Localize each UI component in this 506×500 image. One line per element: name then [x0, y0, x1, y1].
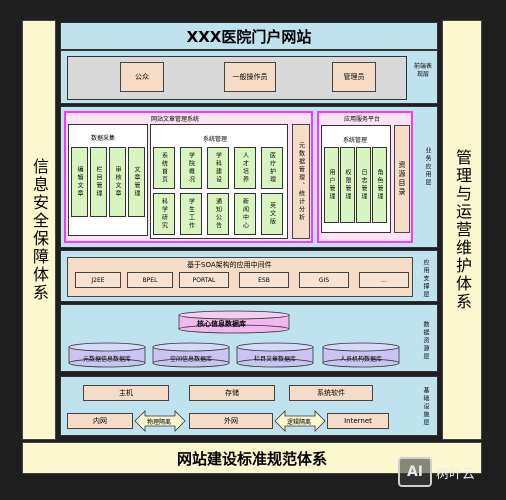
db-label-personnel: 人员机构数据库 — [339, 356, 382, 363]
support-layer: 基于SOA架构的应用中间件 J2EE BPEL PORTAL ESB GIS .… — [60, 250, 438, 302]
db-cylinder — [236, 342, 314, 368]
infra-extranet: 外网 — [189, 413, 273, 429]
dc-item-review: 审核文章 — [109, 147, 126, 217]
bottom-banner-label: 网站建设标准规范体系 — [176, 449, 327, 468]
presentation-layer-label: 前端表现层 — [413, 63, 432, 78]
infra-internet: Internet — [327, 413, 389, 429]
support-item-gis: GIS — [299, 272, 349, 288]
ai-logo-icon: AI — [398, 457, 432, 487]
data-collection-title: 数据采集 — [91, 135, 116, 142]
watermark: AI 树叶云 — [398, 452, 502, 492]
sm-item: 系统首页 — [153, 147, 175, 189]
support-item-bpel: BPEL — [127, 272, 173, 288]
physical-isolation-arrow — [134, 410, 186, 432]
sm-item: 科学研究 — [153, 193, 175, 235]
resource-layer: 核心信息数据库 元数据信息数据库 空间信息数据库 栏目文章数据库 人员机构数据库… — [60, 304, 438, 372]
db-cylinder — [322, 342, 400, 368]
app-item-log: 日志管理 — [356, 147, 371, 223]
presentation-layer: 公众 一般操作员 管理员 前端表现层 — [60, 50, 438, 104]
business-layer-label: 业务应用层 — [424, 147, 431, 187]
sm-item: 学院概况 — [180, 147, 202, 189]
db-label-metadata: 元数据信息数据库 — [82, 356, 131, 363]
db-label-article: 栏目文章数据库 — [253, 356, 296, 363]
sm-item: 通知公告 — [207, 193, 229, 235]
sm-item: 学生工作 — [180, 193, 202, 235]
app-item-permission: 权限管理 — [340, 147, 355, 223]
page-title: XXX医院门户网站 — [186, 27, 312, 46]
db-label-spatial: 空间信息数据库 — [169, 356, 212, 363]
app-sys-title: 系统管理 — [343, 137, 368, 144]
infrastructure-layer: 主机 存储 系统软件 内网 外网 Internet 物理隔离 逻辑隔离 基础设施… — [60, 376, 438, 436]
infrastructure-layer-label: 基础设施层 — [422, 387, 429, 427]
isolation-arrows — [134, 410, 326, 432]
cms-title: 网站文章管理系统 — [151, 116, 200, 123]
resource-catalog: 资源目录 — [394, 125, 410, 233]
support-layer-label: 应用支撑层 — [422, 259, 429, 299]
physical-isolation-label: 物理隔离 — [147, 419, 172, 426]
infra-intranet: 内网 — [67, 413, 133, 429]
core-db-cylinder — [178, 310, 290, 334]
sm-items-grid: 系统首页 学院概况 学科建设 人才培养 医疗护理 科学研究 学生工作 通知公告 … — [153, 147, 285, 235]
app-item-role: 角色管理 — [372, 147, 387, 223]
infra-system-software: 系统软件 — [289, 385, 373, 401]
dc-item-edit: 编辑文章 — [71, 147, 88, 217]
right-side-label: 管理与运营维护体系 — [453, 149, 472, 311]
core-db-label: 核心信息数据库 — [197, 320, 246, 328]
support-item-esb: ESB — [239, 272, 289, 288]
infra-storage: 存储 — [189, 385, 275, 401]
app-service-title: 应用服务平台 — [344, 116, 381, 123]
resource-layer-label: 数据资源层 — [422, 321, 429, 361]
support-item-portal: PORTAL — [179, 272, 229, 288]
actor-public: 公众 — [120, 62, 164, 92]
title-bar: XXX医院门户网站 — [60, 22, 438, 50]
left-side-label: 信息安全保障体系 — [30, 158, 49, 302]
support-item-j2ee: J2EE — [75, 272, 121, 288]
watermark-text: 树叶云 — [436, 466, 476, 482]
right-side-panel: 管理与运营维护体系 — [442, 20, 482, 440]
app-item-user: 用户管理 — [324, 147, 339, 223]
sm-item: 学科建设 — [207, 147, 229, 189]
business-layer: 网站文章管理系统 数据采集 编辑文章 栏目管理 审核文章 文章管理 系统管理 系… — [60, 106, 438, 248]
logical-isolation-arrow — [274, 410, 326, 432]
system-mgmt-title: 系统管理 — [203, 136, 228, 143]
stats-box: 元数据管理、统计分析 — [292, 124, 310, 239]
sm-item: 医疗护理 — [261, 147, 283, 189]
support-item-more: ... — [359, 272, 409, 288]
db-cylinder — [152, 342, 230, 368]
actor-admin: 管理员 — [332, 62, 376, 92]
db-cylinder — [68, 342, 146, 368]
db-cylinders — [68, 310, 400, 368]
sm-item: 人才培养 — [234, 147, 256, 189]
left-side-panel: 信息安全保障体系 — [22, 20, 56, 440]
dc-item-column: 栏目管理 — [90, 147, 107, 217]
dc-item-manage: 文章管理 — [128, 147, 145, 217]
sm-item: 新闻中心 — [234, 193, 256, 235]
actor-operator: 一般操作员 — [224, 62, 276, 92]
logical-isolation-label: 逻辑隔离 — [287, 419, 312, 426]
sm-item: 英文版 — [261, 193, 283, 235]
soa-title: 基于SOA架构的应用中间件 — [187, 261, 272, 269]
infra-host: 主机 — [83, 385, 169, 401]
